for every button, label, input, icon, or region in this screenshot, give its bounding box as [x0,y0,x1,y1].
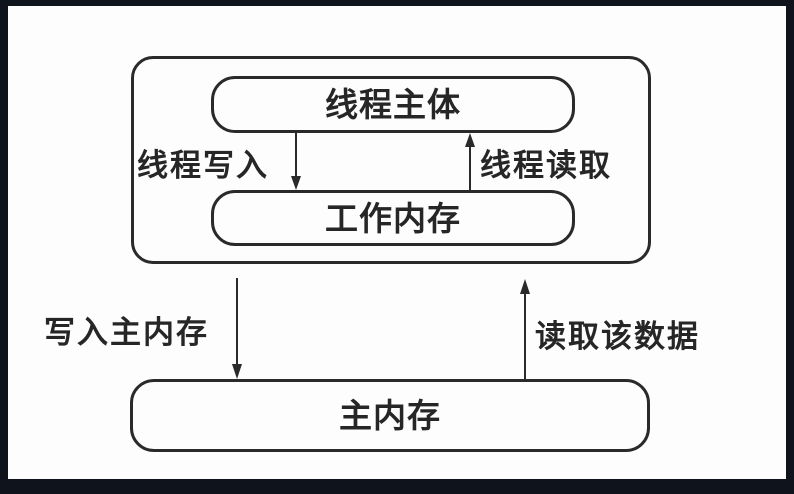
thread-container [131,56,651,264]
thread-write-label: 线程写入 [137,148,269,184]
diagram-canvas: 线程主体 工作内存 主内存 线程写入 线程读取 写入主内存 读取该数据 [8,6,786,479]
main-memory-label: 主内存 [339,396,441,435]
arrow-up-icon [520,279,530,379]
working-memory-node: 工作内存 [211,190,575,246]
thread-body-node: 线程主体 [211,76,575,133]
main-memory-node: 主内存 [130,379,650,452]
working-memory-label: 工作内存 [325,198,461,238]
read-data-label: 读取该数据 [535,319,700,355]
arrow-down-icon [232,278,242,379]
thread-read-label: 线程读取 [480,148,612,184]
thread-body-label: 线程主体 [325,85,461,124]
write-main-memory-label: 写入主内存 [44,315,209,351]
